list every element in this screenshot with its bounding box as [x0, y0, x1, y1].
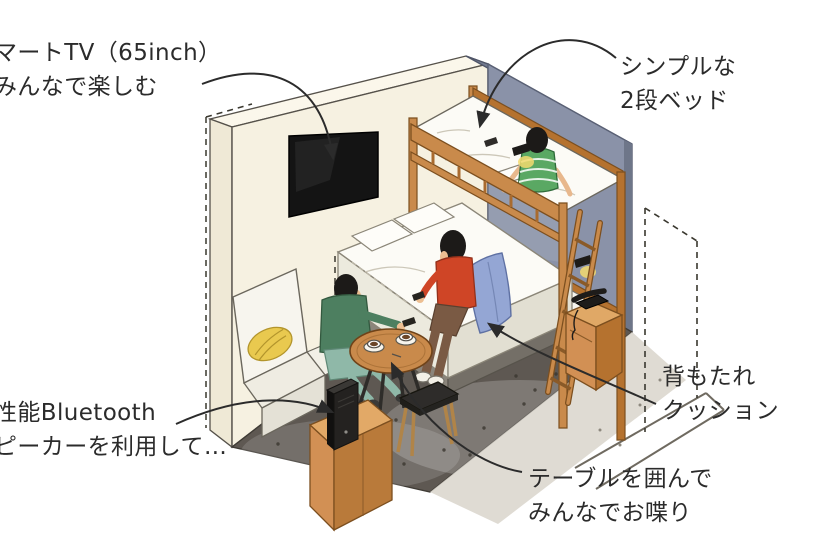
- arrow-to-bunk-bed: [476, 39, 617, 129]
- bunk-post-rear-right: [616, 171, 626, 441]
- smartphone: [412, 291, 425, 301]
- arrow-to-table: [390, 361, 523, 473]
- hair: [526, 127, 548, 153]
- coffee-cups: [363, 332, 417, 358]
- backrest-cushion: [467, 252, 512, 334]
- bluetooth-speaker: [325, 378, 360, 451]
- arrow-to-tv: [201, 72, 339, 161]
- annotation-backrest-cushion: 背もたれ クッション: [662, 360, 779, 428]
- double-bed: [336, 202, 574, 396]
- red-top: [435, 256, 477, 311]
- arrow-to-speaker: [175, 399, 335, 425]
- arrow-to-cushion: [486, 322, 657, 405]
- annotation-table-chat-line1: テーブルを囲んで: [528, 466, 713, 492]
- annotation-backrest-cushion-line1: 背もたれ: [662, 364, 756, 390]
- annotation-backrest-cushion-line2: クッション: [662, 398, 779, 424]
- reading-lamp-top: [512, 143, 534, 168]
- leader-arrows: [175, 39, 657, 473]
- round-table: [349, 328, 433, 411]
- annotation-table-chat: テーブルを囲んで みんなでお喋り: [528, 462, 713, 530]
- annotation-bunk-bed-line1: シンプルな: [620, 54, 737, 80]
- table-top: [349, 328, 433, 374]
- yellow-pillow: [247, 326, 293, 362]
- smartphone: [402, 317, 416, 327]
- annotation-table-chat-line2: みんなでお喋り: [528, 500, 692, 526]
- phone-on-bunk: [484, 137, 498, 147]
- annotation-bluetooth-speaker: 性能Bluetooth ピーカーを利用して…: [0, 396, 227, 464]
- phone-cord: [571, 309, 579, 341]
- door-outline-dashes: [644, 207, 698, 432]
- pillow: [350, 219, 414, 252]
- annotation-smart-tv-line2: みんなで楽しむ: [0, 74, 158, 100]
- annotation-bluetooth-speaker-line2: ピーカーを利用して…: [0, 434, 228, 460]
- annotation-bluetooth-speaker-line1: 性能Bluetooth: [0, 400, 157, 426]
- annotation-bunk-bed: シンプルな 2段ベッド: [620, 50, 736, 118]
- annotation-smart-tv-line1: マートTV（65inch）: [0, 40, 222, 66]
- entry-threshold-lines: [574, 392, 725, 490]
- telephone: [571, 288, 610, 341]
- annotation-bunk-bed-line2: 2段ベッド: [620, 88, 729, 114]
- annotation-smart-tv: マートTV（65inch） みんなで楽しむ: [0, 36, 221, 104]
- speaker-cabinet: [308, 399, 394, 532]
- pillow: [392, 202, 456, 234]
